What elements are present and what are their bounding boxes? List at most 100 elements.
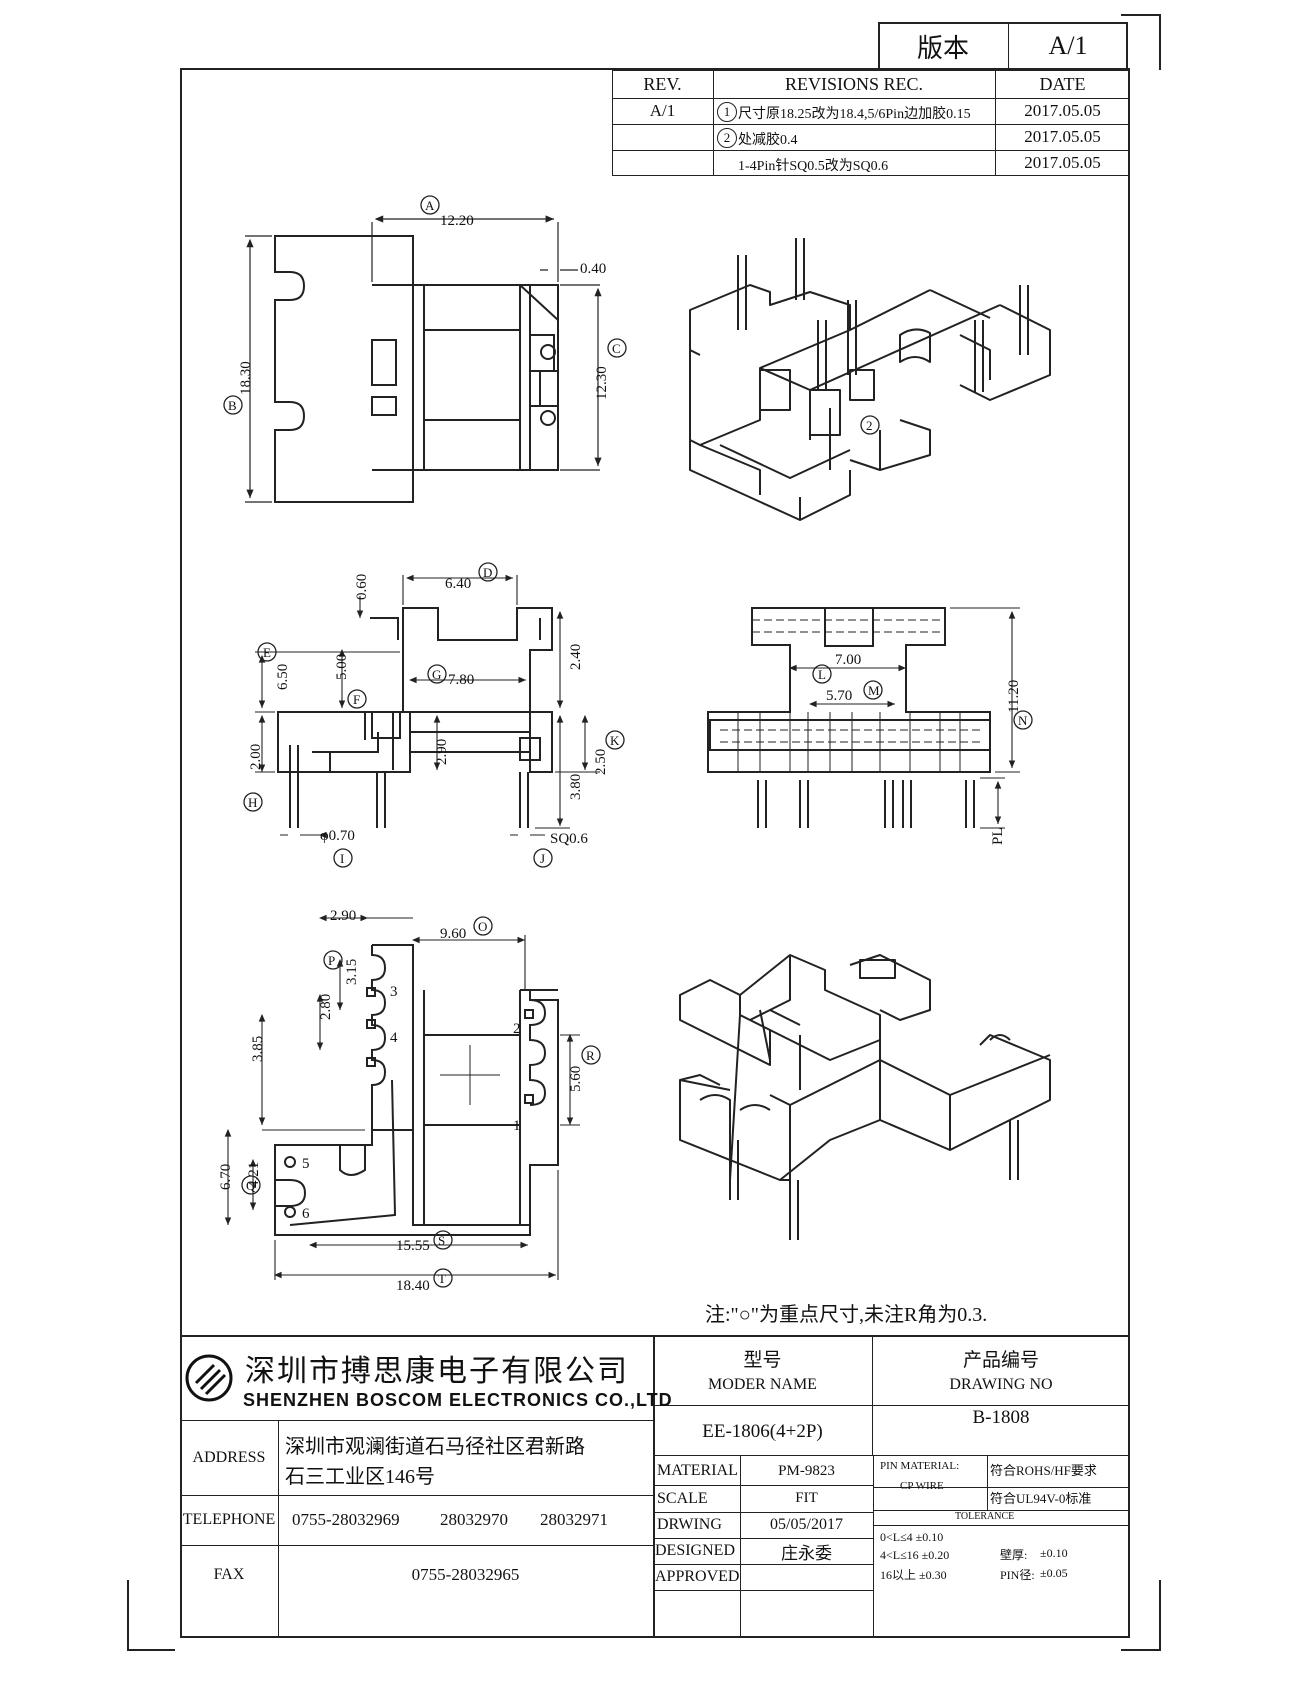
top-view bbox=[274, 235, 559, 503]
dim-2-40: 2.40 bbox=[568, 644, 584, 670]
side-view-dims bbox=[788, 607, 1020, 829]
address-label: ADDRESS bbox=[192, 1448, 266, 1466]
revision-date: 2017.05.05 bbox=[1024, 101, 1101, 120]
revision-text: 处减胶0.4 bbox=[738, 133, 798, 148]
scale-value: FIT bbox=[795, 1490, 818, 1506]
version-value: A/1 bbox=[1048, 31, 1088, 60]
dim-marker bbox=[241, 916, 601, 1288]
marker-r: R bbox=[586, 1048, 595, 1063]
tolerance-3: 16以上 ±0.30 bbox=[880, 1568, 947, 1582]
pin-3: 3 bbox=[390, 984, 398, 1000]
rev-cell: A/1 bbox=[649, 101, 676, 120]
marker-e: E bbox=[263, 645, 271, 660]
tolerance-2: 4<L≤16 ±0.20 bbox=[880, 1548, 950, 1562]
dim-15-55: 15.55 bbox=[396, 1238, 430, 1254]
revision-date: 2017.05.05 bbox=[1024, 127, 1101, 146]
marker-s: S bbox=[438, 1233, 445, 1248]
revision-date: 2017.05.05 bbox=[1024, 153, 1101, 172]
ul-compliance: 符合UL94V-0标准 bbox=[990, 1491, 1092, 1506]
dim-2-90: 2.90 bbox=[434, 739, 450, 765]
front-view bbox=[277, 607, 553, 828]
dim-3-15: 3.15 bbox=[344, 959, 360, 985]
iso-view-bottom bbox=[679, 954, 1051, 1240]
top-view-dims bbox=[245, 215, 602, 503]
telephone-3: 28032971 bbox=[540, 1510, 608, 1529]
drawing-label-cn: 产品编号 bbox=[962, 1349, 1039, 1371]
pin-1: 1 bbox=[513, 1118, 521, 1134]
approved-label: APPROVED bbox=[655, 1568, 740, 1585]
marker-n: N bbox=[1018, 713, 1028, 728]
pin-material-value: CP WIRE bbox=[900, 1480, 944, 1492]
dim-5-70: 5.70 bbox=[826, 688, 852, 704]
marker-k: K bbox=[610, 733, 620, 748]
telephone-2: 28032970 bbox=[440, 1510, 508, 1529]
material-label: MATERIAL bbox=[657, 1462, 738, 1479]
rev-header: REV. bbox=[643, 73, 682, 94]
rohs-compliance: 符合ROHS/HF要求 bbox=[990, 1463, 1097, 1478]
dim-9-60: 9.60 bbox=[440, 926, 466, 942]
dim-2-80: 2.80 bbox=[318, 994, 334, 1020]
dim-pl: PL bbox=[990, 827, 1006, 845]
iso-view-top bbox=[689, 238, 1051, 521]
fax-label: FAX bbox=[213, 1566, 245, 1583]
marker-i: I bbox=[340, 851, 344, 866]
revision-text: 1-4Pin针SQ0.5改为SQ0.6 bbox=[738, 159, 889, 174]
dim-3-85: 3.85 bbox=[250, 1036, 266, 1062]
scale-label: SCALE bbox=[657, 1490, 708, 1507]
approved-value bbox=[740, 1564, 873, 1590]
telephone-1: 0755-28032969 bbox=[292, 1510, 400, 1529]
dim-5-00: 5.00 bbox=[334, 654, 350, 680]
dim-11-20: 11.20 bbox=[1006, 680, 1022, 713]
dim-2-90-b: 2.90 bbox=[330, 908, 356, 924]
pin-4: 4 bbox=[390, 1030, 398, 1046]
marker-q: Q bbox=[246, 1178, 256, 1193]
wall-thickness-value: ±0.10 bbox=[1040, 1546, 1068, 1560]
model-value: EE-1806(4+2P) bbox=[702, 1421, 823, 1442]
revision-marker: 1 bbox=[717, 102, 737, 122]
drawing-no-value: B-1808 bbox=[972, 1407, 1030, 1428]
marker-t: T bbox=[438, 1271, 446, 1286]
marker-c: C bbox=[612, 341, 621, 356]
dim-d: 0.40 bbox=[580, 261, 606, 277]
pin-5: 5 bbox=[302, 1156, 310, 1172]
dim-5-60: 5.60 bbox=[568, 1066, 584, 1092]
address-line-2: 石三工业区146号 bbox=[285, 1466, 435, 1488]
designed-label: DESIGNED bbox=[655, 1542, 735, 1559]
marker-h: H bbox=[248, 795, 257, 810]
fax-number: 0755-28032965 bbox=[411, 1565, 520, 1584]
marker-f: F bbox=[353, 692, 360, 707]
model-label-en: MODER NAME bbox=[708, 1376, 817, 1393]
company-name-cn: 深圳市搏思康电子有限公司 bbox=[245, 1355, 629, 1388]
bottom-view bbox=[274, 944, 559, 1236]
dim-a: 12.20 bbox=[440, 213, 474, 229]
marker-a: A bbox=[425, 198, 435, 213]
dim-6-50: 6.50 bbox=[275, 664, 291, 690]
revisions-header: REVISIONS REC. bbox=[784, 73, 923, 94]
marker-g: G bbox=[432, 667, 441, 682]
marker-p: P bbox=[328, 953, 335, 968]
company-name-en: SHENZHEN BOSCOM ELECTRONICS CO.,LTD bbox=[243, 1390, 673, 1410]
pin-diameter-value: ±0.05 bbox=[1040, 1566, 1068, 1580]
side-view bbox=[707, 607, 991, 828]
dim-marker bbox=[812, 664, 1033, 730]
pin-diameter-label: PIN径: bbox=[1000, 1568, 1035, 1582]
front-view-dims bbox=[255, 574, 600, 835]
drawing-date-label: DRWING bbox=[657, 1516, 722, 1533]
dim-b: 18.30 bbox=[238, 361, 254, 395]
dim-7-80: 7.80 bbox=[448, 672, 474, 688]
designed-value: 庄永委 bbox=[781, 1543, 832, 1563]
address-line-1: 深圳市观澜街道石马径社区君新路 bbox=[285, 1436, 585, 1458]
pin-6: 6 bbox=[302, 1206, 310, 1222]
material-value: PM-9823 bbox=[778, 1463, 835, 1479]
drawing-frame bbox=[180, 68, 1130, 1638]
tolerance-label: TOLERANCE bbox=[955, 1511, 1015, 1522]
dim-phi: φ0.70 bbox=[320, 828, 355, 844]
version-label: 版本 bbox=[916, 33, 969, 63]
iso-marker-label: 2 bbox=[866, 418, 873, 433]
bottom-view-dims bbox=[224, 918, 580, 1280]
dim-7-00: 7.00 bbox=[835, 652, 861, 668]
iso-marker bbox=[860, 415, 880, 435]
pin-2: 2 bbox=[513, 1021, 521, 1037]
tolerance-1: 0<L≤4 ±0.10 bbox=[880, 1530, 944, 1544]
